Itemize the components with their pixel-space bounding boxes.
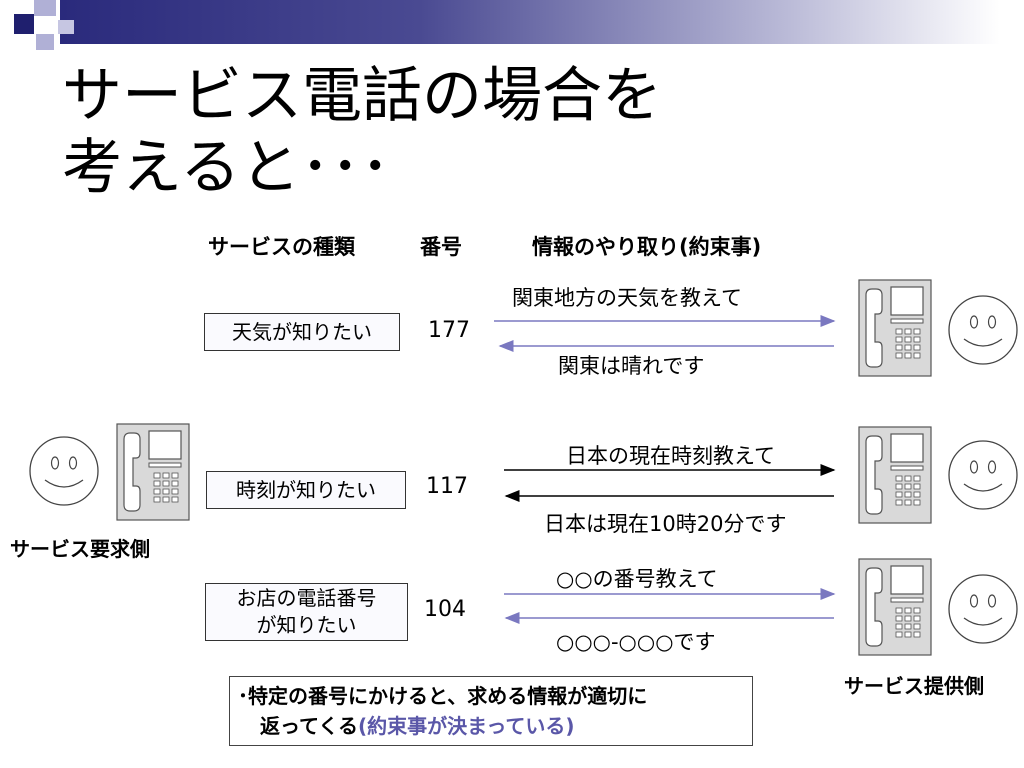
header-exchange: 情報のやり取り(約束事) [532, 235, 762, 259]
slide-title: サービス電話の場合を 考えると･･･ [62, 60, 662, 204]
note-line2-highlight: (約束事が決まっている) [358, 714, 575, 738]
service-number: 177 [428, 318, 470, 343]
provider-label: サービス提供側 [844, 674, 984, 698]
slide-title-line2: 考えると･･･ [62, 133, 391, 203]
corner-square-lavender [34, 0, 56, 16]
header-number: 番号 [420, 235, 462, 259]
request-message: 日本の現在時刻教えて [566, 444, 775, 468]
note-box: ･特定の番号にかけると、求める情報が適切に 返ってくる(約束事が決まっている) [229, 676, 753, 746]
slide-title-line1: サービス電話の場合を [62, 61, 662, 131]
service-number: 104 [424, 597, 466, 622]
service-box-weather: 天気が知りたい [204, 313, 400, 351]
note-line2-text: 返ってくる [260, 714, 358, 738]
smiley-face-icon [948, 295, 1018, 365]
smiley-face-icon [29, 436, 99, 506]
response-message: 関東は晴れです [558, 354, 705, 378]
note-line1: ･特定の番号にかけると、求める情報が適切に [238, 684, 648, 708]
request-message: 関東地方の天気を教えて [512, 286, 742, 310]
title-bar-decoration [0, 0, 1024, 44]
service-box-time: 時刻が知りたい [206, 471, 406, 509]
phone-icon [858, 558, 932, 656]
service-number: 117 [426, 474, 468, 499]
smiley-face-icon [948, 440, 1018, 510]
note-line2: 返ってくる(約束事が決まっている) [238, 711, 744, 741]
request-message: ○○の番号教えて [556, 567, 718, 591]
corner-square-lavender [58, 20, 74, 34]
phone-icon [116, 423, 190, 521]
phone-icon [858, 279, 932, 377]
smiley-face-icon [948, 574, 1018, 644]
service-label-line2: が知りたい [256, 613, 357, 637]
service-box-phone-number: お店の電話番号 が知りたい [205, 583, 408, 641]
corner-square-lavender [36, 34, 54, 50]
response-message: ○○○-○○○です [556, 630, 716, 654]
service-label-line1: お店の電話番号 [236, 586, 377, 610]
requester-label: サービス要求側 [10, 537, 150, 561]
header-service-type: サービスの種類 [208, 235, 355, 259]
service-label: 時刻が知りたい [236, 478, 376, 502]
response-message: 日本は現在10時20分です [544, 512, 787, 536]
service-label: 天気が知りたい [232, 320, 372, 344]
corner-square-navy [14, 14, 34, 34]
phone-icon [858, 426, 932, 524]
